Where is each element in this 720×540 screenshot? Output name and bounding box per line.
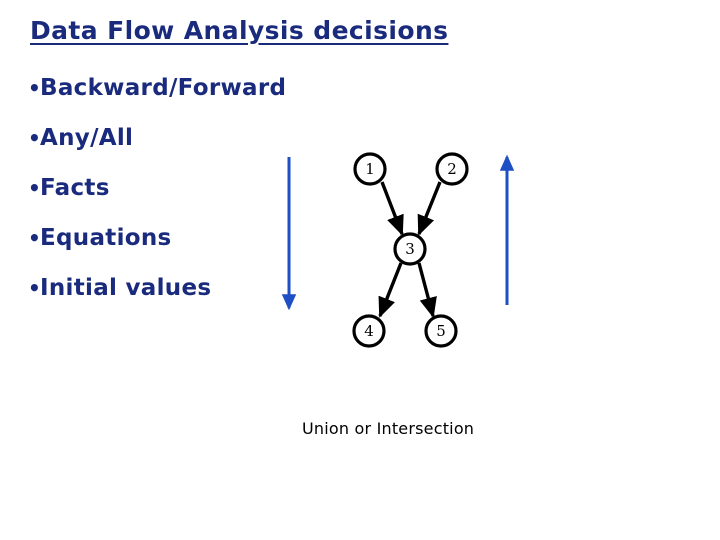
list-item: •Backward/Forward [28, 62, 328, 112]
list-item: •Equations [28, 212, 328, 262]
edge-2-3 [417, 181, 442, 236]
bullet-list: •Backward/Forward •Any/All •Facts •Equat… [28, 62, 328, 312]
edge-3-4 [378, 262, 403, 318]
list-item-label: Facts [40, 174, 110, 201]
list-item-label: Initial values [40, 274, 212, 301]
page-title: Data Flow Analysis decisions [30, 16, 449, 45]
list-item: •Initial values [28, 262, 328, 312]
graph-node-2: 2 [435, 152, 469, 186]
diagram-caption: Union or Intersection [302, 419, 475, 438]
bullet-dot-icon: • [28, 125, 42, 150]
bullet-dot-icon: • [28, 275, 42, 300]
graph-node-label: 2 [447, 160, 457, 178]
graph-node-3: 3 [393, 232, 427, 266]
list-item: •Any/All [28, 112, 328, 162]
list-item-label: Any/All [40, 124, 134, 151]
graph-node-5: 5 [424, 314, 458, 348]
bullet-dot-icon: • [28, 175, 42, 200]
list-item-label: Equations [40, 224, 172, 251]
bullet-dot-icon: • [28, 75, 42, 100]
graph-node-label: 3 [405, 240, 415, 258]
graph-node-1: 1 [353, 152, 387, 186]
graph-node-label: 4 [364, 322, 374, 340]
edge-3-5 [417, 262, 437, 318]
list-item: •Facts [28, 162, 328, 212]
graph-node-label: 5 [436, 322, 446, 340]
control-flow-graph: 1 2 3 4 5 [260, 140, 540, 370]
list-item-label: Backward/Forward [40, 74, 287, 101]
edge-1-3 [380, 181, 404, 236]
graph-node-label: 1 [365, 160, 375, 178]
bullet-dot-icon: • [28, 225, 42, 250]
graph-node-4: 4 [352, 314, 386, 348]
